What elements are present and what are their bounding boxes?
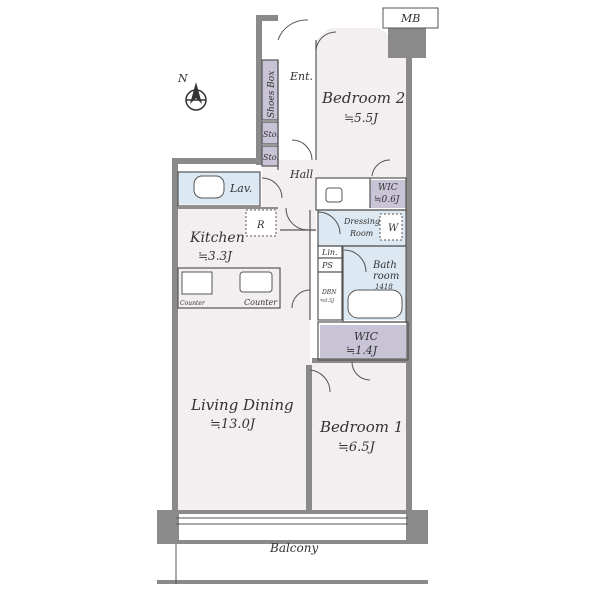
washbasin bbox=[325, 187, 343, 203]
north-arrow-icon bbox=[185, 82, 207, 111]
column-left bbox=[157, 510, 179, 540]
partitions bbox=[177, 40, 409, 361]
bedroom2-size: ≒5.5J bbox=[344, 111, 379, 125]
wall-left bbox=[172, 160, 178, 512]
bath-size: 1418 bbox=[375, 283, 393, 291]
washer-label: W bbox=[388, 223, 399, 234]
kitchen-name: Kitchen bbox=[189, 230, 245, 246]
door-entrance bbox=[277, 19, 309, 41]
dbn-label: DBN bbox=[321, 289, 337, 296]
storage2-floor bbox=[262, 146, 278, 166]
north-label: N bbox=[177, 72, 188, 85]
counter2-label: Counter bbox=[244, 298, 278, 307]
mb-label: MB bbox=[400, 12, 420, 25]
dbn-size: ≒0.5J bbox=[320, 298, 335, 304]
wall-right bbox=[406, 40, 412, 512]
door-living bbox=[291, 289, 311, 309]
doors bbox=[261, 19, 391, 393]
fridge bbox=[245, 209, 277, 237]
bath-name: Bath bbox=[372, 260, 397, 271]
door-bath bbox=[343, 249, 367, 273]
wall-bottom bbox=[176, 510, 408, 514]
door-hall bbox=[291, 139, 313, 161]
balcony bbox=[157, 517, 428, 584]
living-size: ≒13.0J bbox=[210, 417, 256, 432]
bath-name2: room bbox=[373, 271, 399, 282]
walls bbox=[157, 15, 428, 540]
door-bedroom2 bbox=[315, 31, 337, 51]
bathtub bbox=[347, 289, 403, 319]
utility-floor bbox=[318, 246, 342, 320]
ent-label: Ent. bbox=[289, 70, 313, 83]
ps-label: PS bbox=[321, 261, 333, 270]
dressing-name: Dressing bbox=[343, 217, 380, 226]
fixtures bbox=[181, 175, 403, 319]
wic-large-size: ≒1.4J bbox=[346, 344, 378, 357]
wic-small-size: ≒0.6J bbox=[374, 195, 401, 205]
dressing-name2: Room bbox=[349, 229, 374, 238]
mb-box bbox=[382, 7, 439, 29]
entrance-floor bbox=[278, 20, 316, 160]
sink bbox=[239, 271, 273, 293]
bedroom1-floor bbox=[310, 362, 408, 510]
living-name: Living Dining bbox=[190, 396, 294, 414]
bedroom1-name: Bedroom 1 bbox=[319, 418, 403, 436]
wic-large-floor bbox=[320, 325, 408, 360]
column-right bbox=[406, 510, 428, 540]
fridge-label: R bbox=[256, 220, 265, 231]
storage2-label: Sto. bbox=[263, 153, 279, 162]
hall-label: Hall bbox=[289, 168, 314, 181]
shoes-box-floor bbox=[262, 60, 278, 120]
lav-label: Lav. bbox=[229, 182, 252, 195]
wall-top-left bbox=[172, 158, 262, 164]
shoes-box-label: Shoes Box bbox=[267, 71, 277, 118]
bedroom1-size: ≒6.5J bbox=[338, 440, 376, 455]
wall-top-entrance bbox=[256, 15, 278, 21]
stove bbox=[181, 271, 213, 295]
wall-entrance-left bbox=[256, 15, 262, 165]
wic-small-floor bbox=[370, 180, 408, 208]
balcony-label: Balcony bbox=[269, 541, 318, 555]
wic-large-name: WIC bbox=[354, 330, 379, 343]
wall-living-bed1 bbox=[306, 365, 312, 510]
toilet bbox=[193, 175, 225, 199]
door-kitchen bbox=[285, 207, 309, 231]
storage1-label: Sto. bbox=[263, 130, 279, 139]
counter1-label: Counter bbox=[180, 300, 206, 307]
bedroom2-floor bbox=[316, 28, 408, 178]
lin-label: Lin. bbox=[321, 248, 338, 257]
door-wic-small bbox=[371, 159, 391, 177]
kitchen-size: ≒3.3J bbox=[198, 249, 233, 263]
mb-column bbox=[388, 28, 426, 58]
door-dressing bbox=[317, 211, 341, 235]
door-bedroom1 bbox=[309, 369, 331, 393]
washer bbox=[379, 213, 403, 241]
wic-small-name: WIC bbox=[378, 183, 398, 193]
door-lav bbox=[261, 177, 283, 199]
storage1-floor bbox=[262, 122, 278, 144]
bedroom2-name: Bedroom 2 bbox=[321, 89, 405, 107]
labels: MB N Bedroom 2 ≒5.5J Ent. Shoes Box Sto.… bbox=[177, 12, 420, 555]
door-wic-large bbox=[351, 361, 371, 381]
